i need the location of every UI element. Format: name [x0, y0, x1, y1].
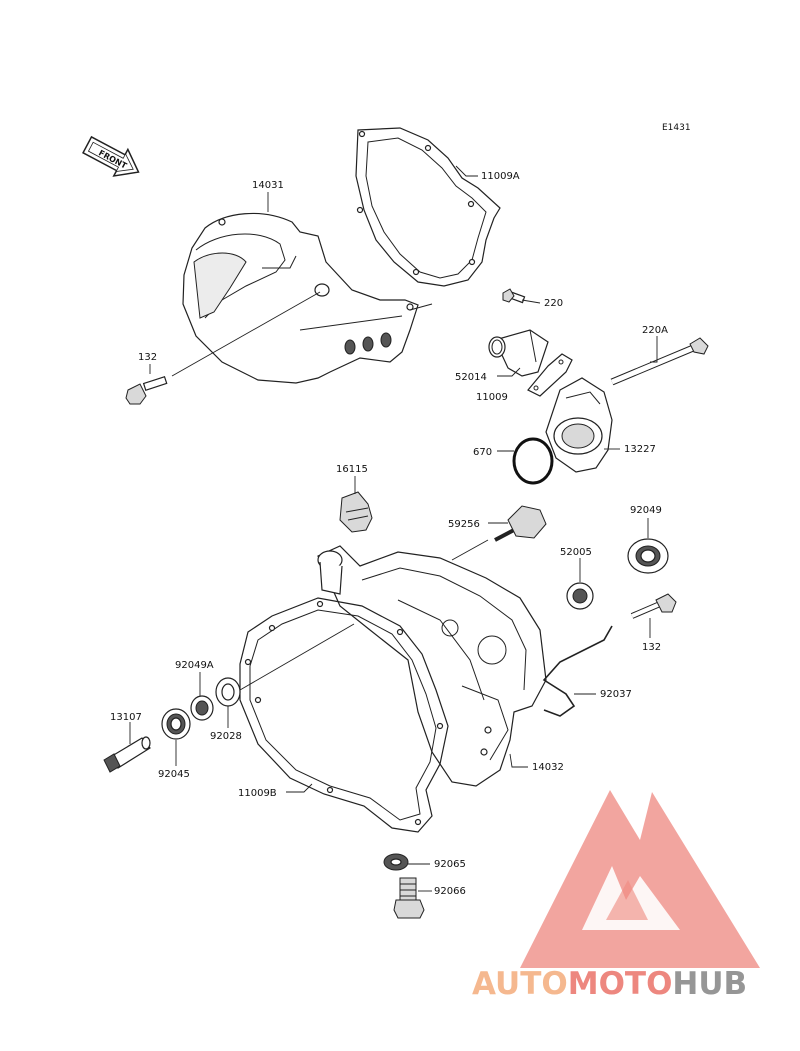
label-52005: 52005	[560, 547, 592, 558]
sensor-59256	[494, 505, 547, 542]
plug-16115	[339, 491, 373, 533]
label-92037: 92037	[600, 689, 632, 700]
label-52014: 52014	[455, 372, 487, 383]
spring-92037	[542, 625, 613, 717]
water-pump-13227	[545, 377, 613, 473]
logo-text-hub: HUB	[672, 966, 747, 1002]
label-92028: 92028	[210, 731, 242, 742]
automotohub-logo: AUTOMOTOHUB	[472, 790, 760, 1002]
leader-lines	[129, 165, 658, 892]
drain-bolt-92066	[393, 877, 425, 919]
diagram-code: E1431	[662, 123, 691, 133]
label-16115: 16115	[336, 464, 368, 475]
label-220: 220	[544, 298, 563, 309]
logo-text-auto: AUTO	[472, 966, 568, 1002]
logo-text-moto: MOTO	[568, 966, 673, 1002]
oil-seal-92049A	[190, 695, 214, 721]
o-ring-670	[512, 437, 554, 485]
label-14032: 14032	[532, 762, 564, 773]
part-labels: 14031 11009A 220 220A 132 52014 11009 13…	[110, 171, 668, 897]
bolt-132-right	[630, 593, 677, 619]
label-220A: 220A	[642, 325, 668, 336]
bolt-220A	[610, 337, 709, 386]
gasket-11009B	[239, 597, 449, 833]
bolt-132-top	[125, 375, 168, 405]
label-11009A: 11009A	[481, 171, 520, 182]
label-132-right: 132	[642, 642, 661, 653]
label-92066: 92066	[434, 886, 466, 897]
gasket-11009A	[355, 127, 501, 287]
seal-92028	[215, 677, 241, 707]
gasket-11009	[527, 353, 573, 397]
shaft-13107	[103, 736, 151, 773]
label-670: 670	[473, 447, 492, 458]
oil-seal-92049	[627, 538, 669, 574]
label-13227: 13227	[624, 444, 656, 455]
label-14031: 14031	[252, 180, 284, 191]
right-cover-14032	[317, 545, 547, 787]
label-132-top: 132	[138, 352, 157, 363]
clutch-cover-14031	[182, 212, 433, 384]
label-92065: 92065	[434, 859, 466, 870]
front-direction-arrow: FRONT	[82, 135, 140, 177]
label-92045: 92045	[158, 769, 190, 780]
label-92049: 92049	[630, 505, 662, 516]
logo-triangle-core	[606, 880, 648, 920]
bolt-220	[502, 288, 526, 304]
washer-92065	[383, 853, 409, 871]
water-pipe-52014	[488, 329, 549, 377]
label-13107: 13107	[110, 712, 142, 723]
label-11009B: 11009B	[238, 788, 277, 799]
label-11009: 11009	[476, 392, 508, 403]
label-92049A: 92049A	[175, 660, 214, 671]
bearing-52005	[566, 582, 594, 610]
logo-text: AUTOMOTOHUB	[472, 966, 747, 1002]
bearing-92045	[161, 708, 191, 740]
label-59256: 59256	[448, 519, 480, 530]
